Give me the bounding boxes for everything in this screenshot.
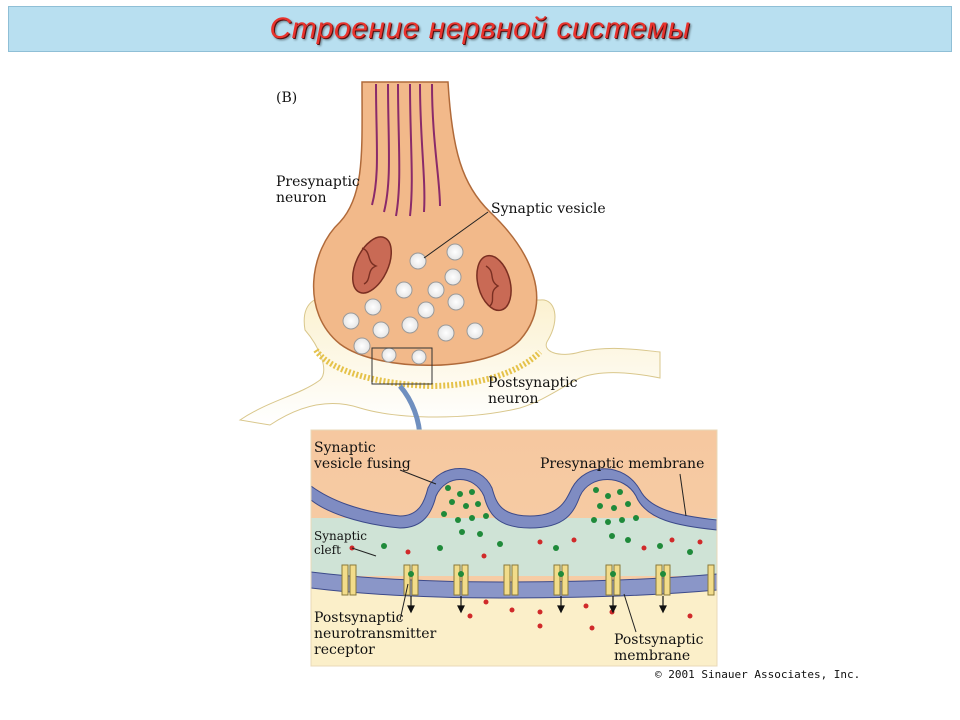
axon-fibers xyxy=(371,83,441,217)
detail-panel xyxy=(311,430,717,666)
mitochondrion-left xyxy=(351,236,393,294)
label-vesicle-fusing: Synaptic vesicle fusing xyxy=(313,440,411,472)
label-receptor: Postsynaptic neurotransmitter receptor xyxy=(314,610,441,658)
neurotransmitter-molecules xyxy=(381,485,693,555)
label-synaptic-vesicle: Synaptic vesicle xyxy=(491,201,606,217)
label-postsynaptic-neuron: Postsynaptic neuron xyxy=(488,375,582,407)
label-presynaptic-membrane: Presynaptic membrane xyxy=(540,456,704,472)
copyright: © 2001 Sinauer Associates, Inc. xyxy=(655,668,860,681)
slide-title: Строение нервной системы xyxy=(269,12,691,45)
receptor xyxy=(341,564,357,596)
receptor xyxy=(553,564,569,596)
label-synaptic-cleft: Synaptic cleft xyxy=(314,529,371,557)
receptor xyxy=(655,564,671,596)
receptor xyxy=(453,564,469,596)
receptor xyxy=(503,564,519,596)
receptors xyxy=(341,564,715,596)
leader-lines xyxy=(351,211,687,633)
synaptic-vesicles xyxy=(342,243,484,365)
zoom-box xyxy=(371,347,433,385)
receptor xyxy=(707,564,715,596)
presynaptic-neuron xyxy=(312,81,538,385)
title-bar: Строение нервной системы xyxy=(8,6,952,52)
label-postsynaptic-membrane: Postsynaptic membrane xyxy=(614,632,708,664)
receptor xyxy=(605,564,621,596)
mitochondrion-right xyxy=(476,254,512,312)
receptor xyxy=(403,564,419,596)
label-presynaptic-neuron: Presynaptic neuron xyxy=(276,174,364,206)
ion-flow-arrows xyxy=(407,596,667,614)
panel-label: (B) xyxy=(276,90,297,106)
detail-frame xyxy=(310,429,718,667)
